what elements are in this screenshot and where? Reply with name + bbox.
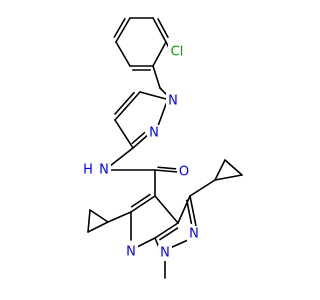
cl-label-bg bbox=[168, 44, 188, 60]
n-pyrazolo-2-label-bg bbox=[158, 245, 172, 261]
n1-label-bg bbox=[166, 93, 180, 109]
pyrazole-bond bbox=[114, 119, 134, 149]
cyclopropyl-bond bbox=[89, 209, 109, 223]
carbonyl-oxygen-label: O bbox=[179, 165, 189, 180]
amide-bond bbox=[109, 147, 134, 167]
fused-pyrazole-bond bbox=[177, 195, 191, 224]
fused-pyrazole-bond bbox=[189, 195, 197, 227]
benzene-bond bbox=[115, 41, 131, 67]
pyrazole-n2-label: N bbox=[149, 126, 159, 141]
cyclopropyl-bond bbox=[189, 179, 216, 197]
pyrazolo-n1-label: N bbox=[160, 246, 170, 261]
atom-label-layer: Cl N N N H O N N N bbox=[81, 44, 201, 261]
amide-nitrogen-label: N bbox=[99, 163, 109, 178]
benzene-bond bbox=[152, 17, 167, 43]
fused-pyrazole-bond bbox=[169, 239, 189, 249]
n-pyrazolo-1-label-bg bbox=[187, 226, 201, 242]
carbonyl-bond-inner bbox=[157, 166, 177, 170]
pyridine-bond bbox=[154, 222, 179, 239]
ch2-bond bbox=[152, 65, 161, 89]
cyclopropyl-bond bbox=[87, 209, 91, 233]
pyridine-bond bbox=[136, 237, 156, 248]
benzene-bond-inner bbox=[113, 18, 126, 38]
bond-layer bbox=[87, 17, 243, 279]
amide-n-label-bg bbox=[97, 162, 111, 178]
pyrazole-bond bbox=[114, 91, 141, 121]
amide-hydrogen-label: H bbox=[83, 163, 93, 178]
pyrazole-n1-label: N bbox=[168, 94, 178, 109]
pyridine-bond bbox=[154, 195, 179, 224]
pyrazole-bond bbox=[139, 91, 167, 100]
pyrazole-bond-inner bbox=[114, 91, 135, 115]
benzene-bond bbox=[152, 41, 167, 67]
amide-h-label-bg bbox=[81, 162, 95, 178]
pyridine-nitrogen-label: N bbox=[126, 245, 136, 260]
cyclopropyl-bond bbox=[224, 159, 243, 176]
pyrazolo-n2-label: N bbox=[189, 227, 199, 242]
n2-label-bg bbox=[147, 125, 161, 141]
pyridine-bond bbox=[130, 195, 156, 213]
carbonyl-bond bbox=[154, 169, 179, 173]
pyridine-bond-inner bbox=[130, 193, 151, 208]
cyclopropyl-bond bbox=[214, 174, 243, 181]
cyclopropyl-bond bbox=[214, 159, 226, 181]
pyrazole-bond-inner bbox=[131, 131, 146, 145]
pyridine-bond-inner bbox=[159, 227, 179, 241]
o-label-bg bbox=[177, 164, 191, 180]
benzene-bond bbox=[115, 17, 131, 43]
cyclopropyl-bond bbox=[107, 211, 132, 223]
molecule-structure: Cl N N N H O N N N bbox=[81, 17, 243, 279]
fused-pyrazole-bond-inner bbox=[185, 199, 193, 224]
n-pyridine-label-bg bbox=[124, 244, 138, 260]
cyclopropyl-bond bbox=[87, 221, 109, 233]
benzene-bond-inner bbox=[157, 18, 169, 39]
pyrazole-bond bbox=[157, 103, 167, 127]
chlorine-atom-label: Cl bbox=[171, 45, 184, 60]
pyrazole-bond bbox=[132, 133, 150, 149]
